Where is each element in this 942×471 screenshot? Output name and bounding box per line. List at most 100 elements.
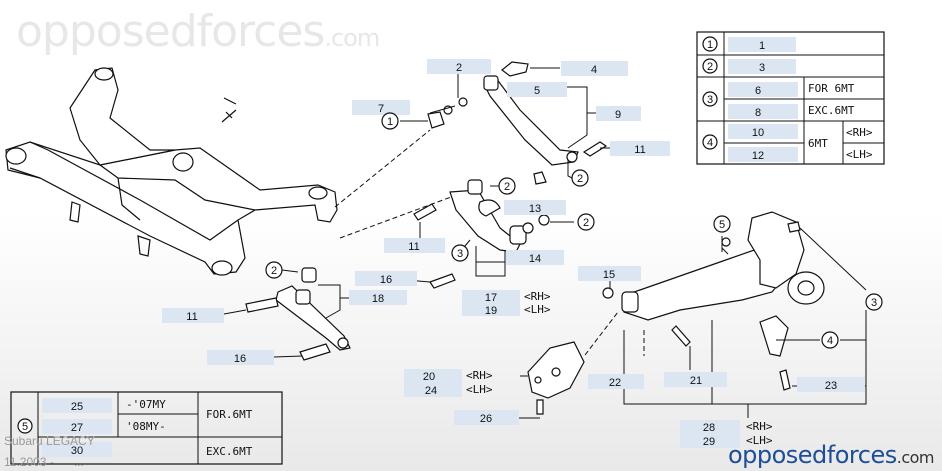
circle-callout-3-b: 3 (865, 293, 883, 311)
svg-text:2: 2 (577, 173, 583, 185)
svg-text:2: 2 (504, 181, 510, 193)
svg-text:11: 11 (408, 241, 419, 253)
callout-22: 22 (588, 374, 644, 389)
svg-text:20: 20 (423, 371, 435, 383)
svg-text:3: 3 (871, 297, 877, 309)
callout-18: 18 (349, 290, 407, 305)
svg-text:4: 4 (591, 64, 597, 76)
svg-text:EXC.6MT: EXC.6MT (206, 445, 253, 458)
svg-text:27: 27 (71, 422, 83, 434)
svg-text:16: 16 (380, 274, 392, 286)
svg-text:5: 5 (719, 219, 725, 231)
circle-callout-2-a: 2 (571, 169, 589, 187)
svg-text:-'07MY: -'07MY (126, 398, 166, 411)
svg-text:19: 19 (485, 305, 497, 317)
callout-4-top: 4 (561, 61, 628, 76)
svg-text:FOR.6MT: FOR.6MT (206, 408, 253, 421)
svg-text:17: 17 (485, 292, 497, 304)
svg-text:18: 18 (372, 293, 384, 305)
circle-callout-4: 4 (821, 331, 839, 349)
svg-text:1: 1 (707, 39, 713, 51)
callout-29: 29 (680, 434, 740, 448)
callout-24: 24 (404, 383, 462, 397)
lateral-link-assembly (413, 179, 550, 289)
svg-text:<LH>: <LH> (524, 303, 551, 316)
svg-text:'08MY-: '08MY- (126, 420, 166, 433)
callout-16-a: 16 (355, 271, 417, 286)
svg-text:<RH>: <RH> (846, 126, 873, 139)
circle-callout-3-a: 3 (451, 244, 469, 262)
rear-knuckle-trailing-arm (602, 211, 825, 391)
upper-arm (427, 61, 608, 185)
callout-21: 21 (664, 372, 727, 387)
callout-15: 15 (578, 266, 641, 281)
footer-model-label: Subaru LEGACY (4, 434, 95, 448)
svg-text:<RH>: <RH> (524, 290, 551, 303)
svg-text:FOR 6MT: FOR 6MT (808, 82, 855, 95)
svg-text:3: 3 (707, 94, 713, 106)
footer-date-label: 11.2003 - ... (4, 455, 84, 469)
svg-text:21: 21 (690, 375, 702, 387)
circle-callout-2-d: 2 (265, 261, 283, 279)
svg-text:29: 29 (703, 436, 715, 448)
svg-text:14: 14 (529, 253, 541, 265)
callout-11-a: 11 (610, 141, 670, 156)
svg-text:9: 9 (615, 109, 621, 121)
callout-9: 9 (596, 106, 641, 121)
callout-11-b: 11 (384, 238, 445, 253)
circle-callout-2-c: 2 (577, 213, 595, 231)
svg-text:2: 2 (583, 217, 589, 229)
svg-text:4: 4 (707, 137, 713, 149)
svg-text:<LH>: <LH> (466, 383, 493, 396)
svg-text:13: 13 (529, 203, 541, 215)
svg-text:25: 25 (71, 401, 83, 413)
callout-13: 13 (504, 200, 566, 215)
callout-11-c: 11 (162, 308, 224, 323)
watermark-bottom: opposedforces.com (727, 441, 935, 469)
callout-16-b: 16 (207, 350, 274, 365)
svg-text:5: 5 (22, 421, 28, 433)
callout-7: 7 (352, 100, 410, 115)
svg-text:23: 23 (825, 380, 837, 392)
svg-text:5: 5 (534, 85, 540, 97)
svg-text:3: 3 (457, 248, 463, 260)
svg-text:<RH>: <RH> (466, 369, 493, 382)
svg-text:6MT: 6MT (808, 137, 828, 150)
svg-text:28: 28 (703, 422, 715, 434)
svg-text:2: 2 (456, 62, 462, 74)
svg-text:16: 16 (234, 353, 246, 365)
svg-text:3: 3 (759, 62, 765, 74)
svg-text:1: 1 (759, 40, 765, 52)
callout-labels: 2 4 5 7 9 11 13 11 14 15 16 17 19 18 11 … (162, 59, 865, 448)
svg-text:4: 4 (827, 335, 833, 347)
trailing-link-assembly (245, 267, 351, 361)
svg-text:6: 6 (755, 85, 761, 97)
callout-14: 14 (506, 250, 564, 265)
callout-28: 28 (680, 420, 740, 434)
svg-text:<LH>: <LH> (746, 434, 773, 447)
svg-text:<RH>: <RH> (746, 420, 773, 433)
svg-text:<LH>: <LH> (846, 148, 873, 161)
callout-17: 17 (462, 290, 520, 304)
svg-text:2: 2 (271, 265, 277, 277)
circled-callouts: 1 2 2 2 3 2 5 3 4 (265, 112, 883, 349)
svg-text:11: 11 (186, 311, 197, 323)
legend-table-bottom: 5 25 27 30 -'07MY '08MY- FOR.6MT EXC.6MT (10, 391, 283, 465)
svg-text:8: 8 (755, 107, 761, 119)
svg-text:10: 10 (752, 127, 764, 139)
svg-text:15: 15 (603, 269, 615, 281)
callout-19: 19 (462, 303, 520, 317)
svg-text:30: 30 (71, 445, 83, 457)
svg-text:1: 1 (387, 116, 393, 128)
svg-text:26: 26 (480, 413, 492, 425)
svg-text:7: 7 (378, 103, 384, 115)
svg-text:24: 24 (425, 385, 437, 397)
svg-text:12: 12 (752, 150, 764, 162)
watermark-top: opposedforces.com (16, 6, 380, 57)
circle-callout-2-b: 2 (498, 177, 516, 195)
svg-text:2: 2 (707, 61, 713, 73)
callout-5-top: 5 (507, 82, 567, 97)
circle-callout-1: 1 (381, 112, 399, 130)
svg-text:EXC.6MT: EXC.6MT (808, 104, 855, 117)
svg-text:22: 22 (609, 377, 621, 389)
